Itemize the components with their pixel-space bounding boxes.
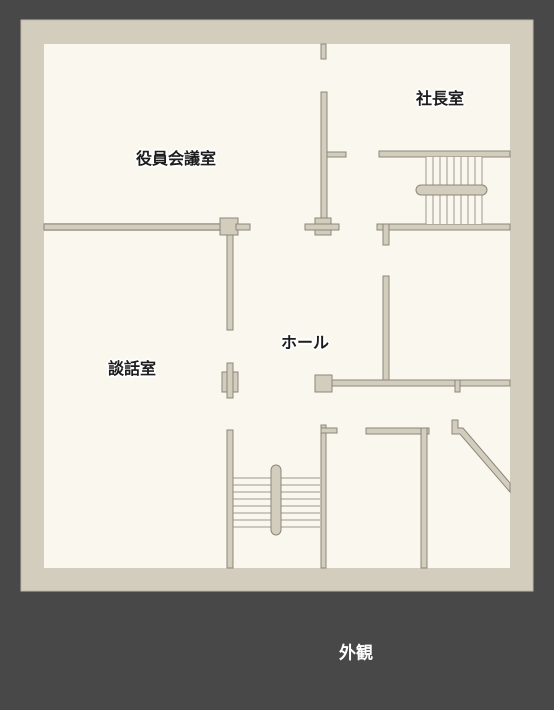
wall-center-stub: [304, 223, 340, 231]
outer-wall-edge: [20, 19, 534, 592]
staircase-lower: [233, 464, 320, 536]
wall-lower-room-top: [365, 427, 430, 435]
lounge-floor: [44, 231, 227, 568]
president-office-hotspot[interactable]: [329, 44, 510, 151]
exterior-view-link[interactable]: 外観: [339, 643, 373, 664]
wall-vertical-left-lower: [226, 429, 234, 569]
wall-stub-left-middle: [226, 362, 234, 399]
wall-lower-left: [320, 424, 327, 569]
president-office-floor: [329, 44, 510, 151]
hall-hotspot[interactable]: [233, 235, 383, 375]
wall-lower-left-stub: [320, 427, 338, 434]
wall-board-lounge: [43, 223, 226, 231]
lounge-hotspot[interactable]: [44, 231, 227, 568]
wall-vertical-left-upper: [226, 234, 234, 331]
wall-president-bottom: [378, 150, 511, 158]
wall-hall-bottom-stub: [454, 379, 461, 393]
wall-board-right: [320, 91, 328, 221]
wall-stairs-bottom: [376, 223, 511, 231]
room-floors: [44, 44, 510, 568]
wall-top-stub: [320, 43, 327, 60]
wall-board-right-stub: [326, 151, 347, 158]
wall-diagonal: [451, 419, 511, 494]
wall-stub-left: [235, 223, 251, 231]
wall-stairs-bottom-stub: [382, 223, 390, 246]
interior-walls: [43, 43, 511, 569]
staircase-upper: [415, 157, 488, 224]
pillar-hall: [314, 374, 333, 393]
wall-hall-right: [382, 275, 390, 387]
board-room-hotspot[interactable]: [44, 44, 321, 223]
board-room-floor: [44, 44, 321, 223]
wall-lower-room-right: [420, 427, 428, 569]
wall-hall-bottom: [329, 379, 511, 387]
